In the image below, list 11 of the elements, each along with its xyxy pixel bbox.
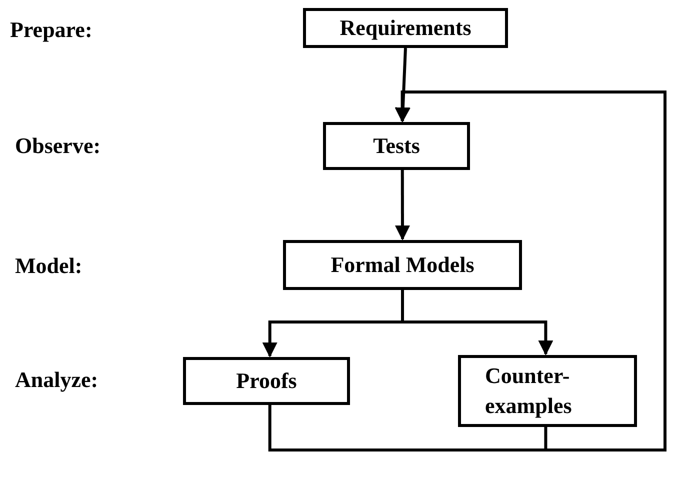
stage-label: Observe: xyxy=(15,132,101,160)
stage-label: Prepare: xyxy=(10,16,92,44)
arrow xyxy=(394,90,666,452)
process-box: Formal Models xyxy=(283,240,522,290)
process-box: Counter-examples xyxy=(458,355,637,427)
stage-label: Model: xyxy=(15,252,82,280)
arrow xyxy=(394,170,410,240)
process-box: Proofs xyxy=(183,357,350,405)
stage-label: Analyze: xyxy=(15,366,98,394)
process-box: Tests xyxy=(323,122,470,170)
process-box: Requirements xyxy=(303,8,508,48)
